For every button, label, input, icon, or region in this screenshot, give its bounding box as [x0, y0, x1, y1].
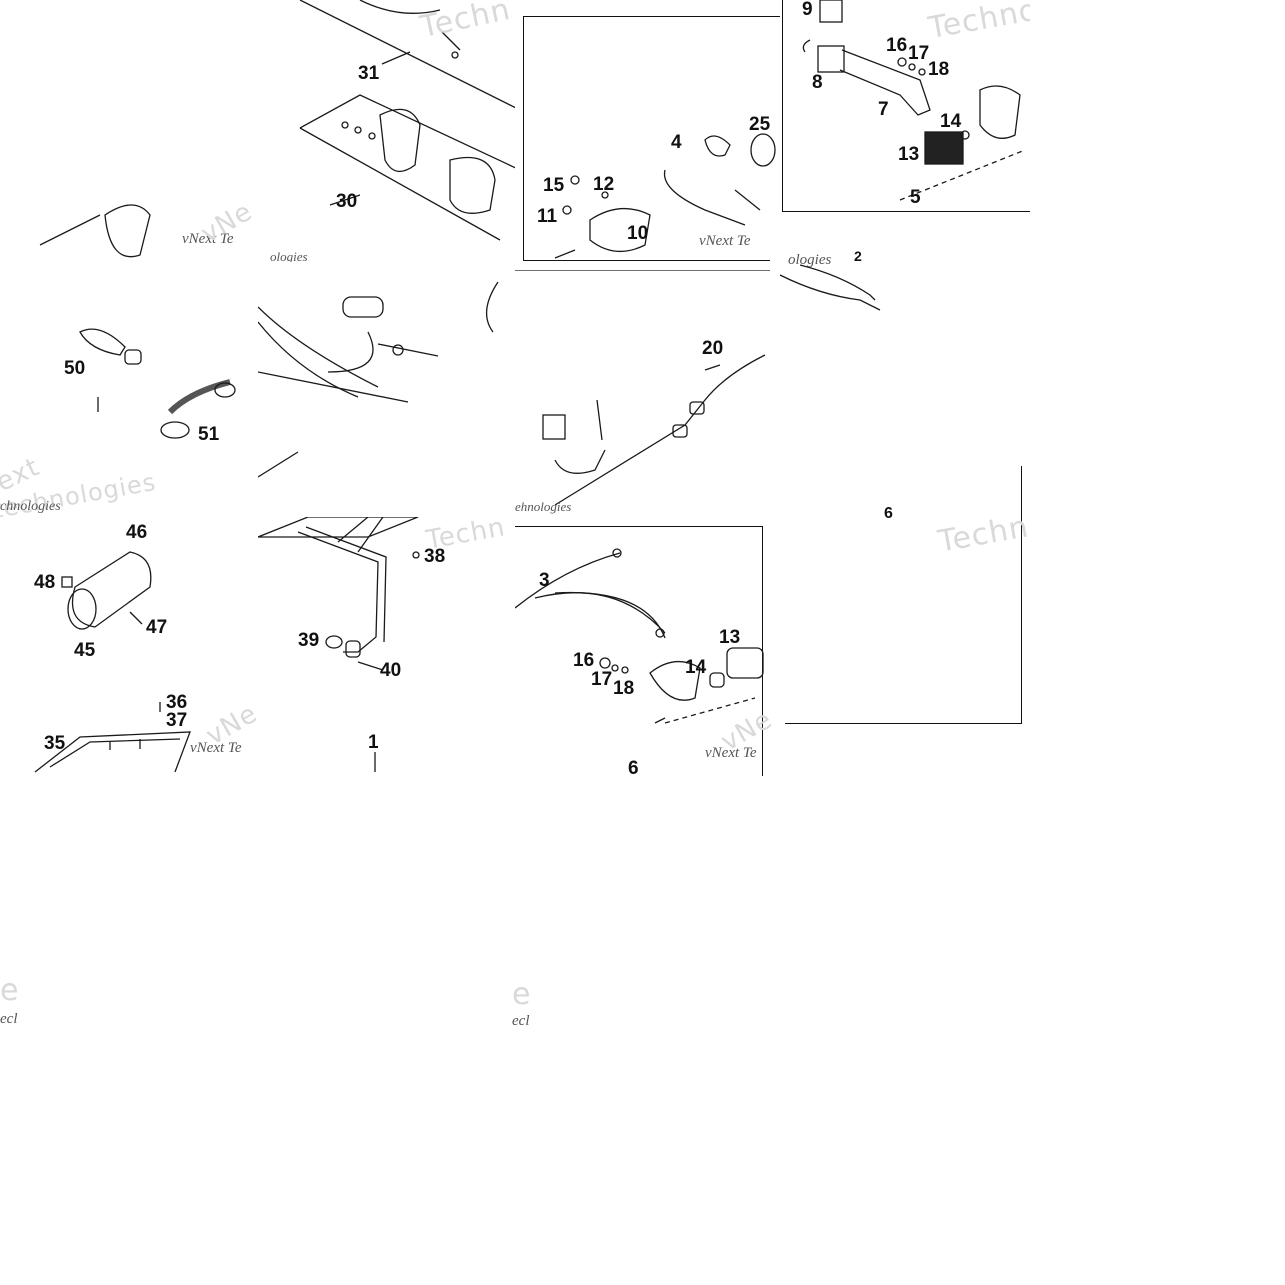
- wiring-drawing: [779, 264, 881, 311]
- callout-48: 48: [34, 572, 56, 593]
- callout-17: 17: [591, 669, 613, 690]
- callout-16: 16: [886, 35, 908, 56]
- callout-7: 7: [878, 99, 889, 120]
- callout-38: 38: [424, 546, 446, 567]
- callout-10: 10: [627, 223, 649, 244]
- callout-47: 47: [146, 617, 168, 638]
- diagram-tile-top-right: 9 8 16 17 18 7 14 13 5 Technol: [780, 0, 1030, 225]
- watermark-text: vNext Te: [699, 233, 751, 249]
- detail-frame: [782, 0, 1030, 212]
- detail-frame: [770, 466, 1022, 724]
- callout-45: 45: [74, 640, 96, 661]
- diagram-tile-middle-right-strip: ologies 2: [770, 225, 1030, 465]
- callout-4: 4: [671, 132, 682, 153]
- callout-39: 39: [298, 630, 320, 651]
- callout-18: 18: [928, 59, 950, 80]
- callout-25: 25: [749, 114, 771, 135]
- callout-13: 13: [719, 627, 741, 648]
- callout-51: 51: [198, 424, 220, 445]
- callout-35: 35: [44, 733, 66, 754]
- exploded-view-drawing: [39, 0, 515, 258]
- watermark-text: e: [512, 977, 532, 1012]
- diagram-tile-bottom-center: 38 39 40 1 Techn: [258, 517, 515, 775]
- callout-18: 18: [613, 678, 635, 699]
- diagram-tile-top-middle: 15 12 11 10 4 25 vNext Te: [515, 0, 780, 270]
- wiring-drawing: [515, 548, 764, 724]
- watermark-text: ecl: [512, 1013, 530, 1029]
- callout-13: 13: [898, 144, 920, 165]
- exploded-view-drawing: [79, 328, 236, 439]
- callout-14: 14: [685, 657, 707, 678]
- watermark-text: vNext Te: [705, 745, 757, 761]
- callout-36: 36: [166, 692, 188, 713]
- diagram-tile-right-lower: 6 Techn: [770, 466, 1030, 726]
- callout-9: 9: [802, 0, 813, 20]
- callout-20: 20: [702, 338, 724, 359]
- callout-8: 8: [812, 72, 823, 93]
- callout-12: 12: [593, 174, 615, 195]
- callout-6: 6: [628, 758, 639, 776]
- callout-1: 1: [368, 732, 379, 753]
- callout-11: 11: [537, 206, 558, 227]
- watermark-text: vNext Te: [190, 740, 242, 756]
- watermark-text: chnologies: [0, 499, 61, 514]
- exploded-view-drawing: [258, 281, 499, 478]
- callout-46: 46: [126, 522, 148, 543]
- diagram-tile-left-middle: 50 51 ext technologies chnologies: [0, 262, 258, 517]
- exploded-view-drawing: [802, 0, 1026, 201]
- watermark-text: ecl: [0, 1011, 18, 1027]
- detail-frame: [523, 16, 780, 261]
- callout-31: 31: [358, 63, 380, 84]
- watermark-text: vNext Te: [182, 231, 234, 247]
- callout-14: 14: [940, 111, 962, 132]
- callout-5: 5: [910, 187, 921, 208]
- callout-30: 30: [336, 191, 358, 212]
- callout-6: 6: [884, 505, 893, 522]
- exploded-view-drawing: [34, 551, 191, 773]
- callout-3: 3: [539, 570, 550, 591]
- callout-16: 16: [573, 650, 595, 671]
- callout-2: 2: [854, 248, 862, 264]
- diagram-tile-bottom-left: 46 48 47 45 36 37 35 vNext Te vNe: [0, 517, 270, 775]
- diagram-tile-center-right: 20 ehnologies: [515, 270, 770, 518]
- callout-15: 15: [543, 175, 565, 196]
- exploded-view-drawing: [554, 133, 776, 259]
- callout-50: 50: [64, 358, 86, 379]
- callout-17: 17: [908, 43, 930, 64]
- diagram-tile-top-left: 31 30 vNext Te ologies Techn vNe: [0, 0, 515, 262]
- callout-37: 37: [166, 710, 188, 731]
- watermark-text: e: [0, 973, 20, 1008]
- wiring-drawing: [515, 270, 770, 506]
- watermark-text: ehnologies: [515, 499, 572, 514]
- exploded-view-drawing: [258, 517, 420, 772]
- watermark-text: ologies: [270, 249, 308, 262]
- watermark-text: ologies: [788, 252, 832, 268]
- diagram-tile-center: [258, 262, 515, 517]
- callout-40: 40: [380, 660, 402, 681]
- diagram-tile-bottom-right-center: 3 16 17 18 13 14 6 vNext Te vNe: [515, 518, 785, 776]
